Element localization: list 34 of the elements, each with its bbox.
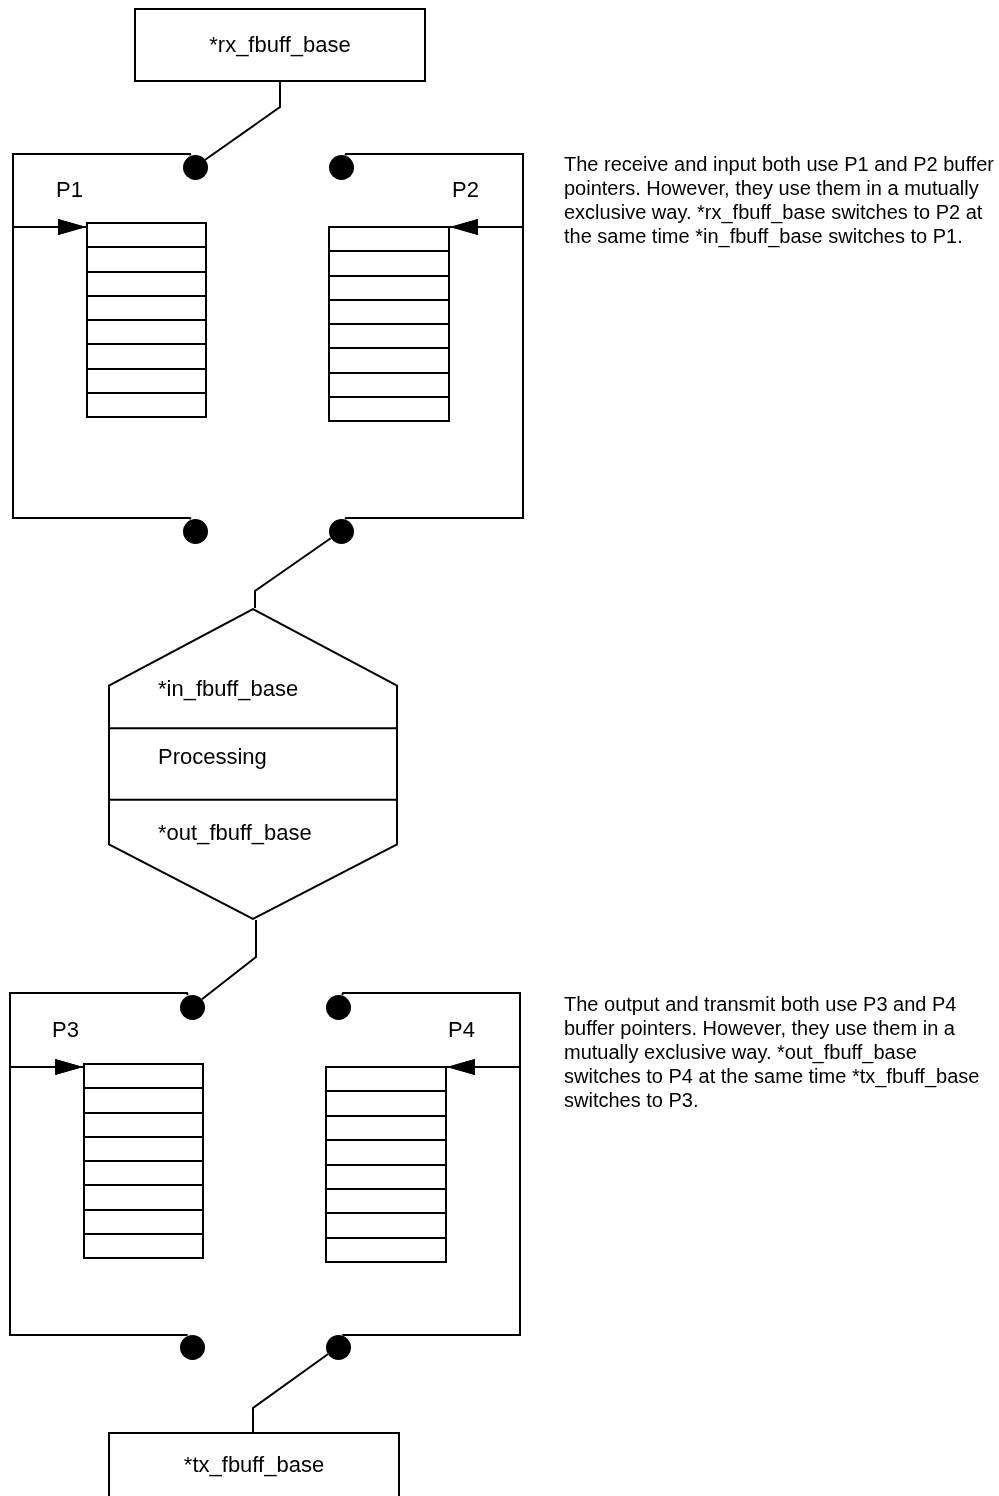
- connector-line: [254, 537, 332, 609]
- processing-hexagon: [108, 608, 398, 920]
- pointer-label: P1: [56, 178, 83, 202]
- buffer-stack: [86, 222, 207, 418]
- note-text: The output and transmit both use P3 and P4 buffer pointers. However, they use them in a mutually exclusive way. *out_fbuff_base switches to P4 at the same time *tx_fbuff_base switches to P3.: [564, 992, 981, 1112]
- connector-line: [204, 81, 281, 161]
- arrow: [341, 1059, 521, 1337]
- switch-contact: [328, 154, 354, 180]
- arrow: [344, 219, 524, 521]
- box-label: *tx_fbuff_base: [183, 1452, 325, 1478]
- arrow: [9, 1059, 189, 1337]
- box-label: Processing: [158, 744, 267, 770]
- switch-contact: [182, 154, 208, 180]
- pointer-label: P2: [452, 178, 479, 202]
- switch-contact: [325, 1334, 351, 1360]
- switch-contact: [179, 994, 205, 1020]
- switch-contact: [325, 994, 351, 1020]
- pointer-label: P3: [52, 1018, 79, 1042]
- connector-line: [252, 1353, 329, 1433]
- switch-contact: [182, 518, 208, 544]
- buffer-stack: [328, 226, 450, 422]
- buffer-stack: [83, 1063, 204, 1259]
- connector-line: [200, 919, 257, 1001]
- buffer-stack: [325, 1066, 447, 1263]
- pointer-box: [108, 1432, 400, 1496]
- note-text: The receive and input both use P1 and P2 buffer pointers. However, they use them in a mutually exclusive way. *rx_fbuff_base switches to P2 at the same time *in_fbuff_base switches to P1.: [564, 152, 995, 248]
- switch-contact: [328, 518, 354, 544]
- box-label: *in_fbuff_base: [158, 676, 299, 702]
- arrow: [12, 219, 192, 521]
- pointer-label: P4: [448, 1018, 475, 1042]
- switch-contact: [179, 1334, 205, 1360]
- box-label: *rx_fbuff_base: [209, 32, 351, 58]
- pointer-box: [134, 8, 426, 82]
- box-label: *out_fbuff_base: [158, 820, 312, 846]
